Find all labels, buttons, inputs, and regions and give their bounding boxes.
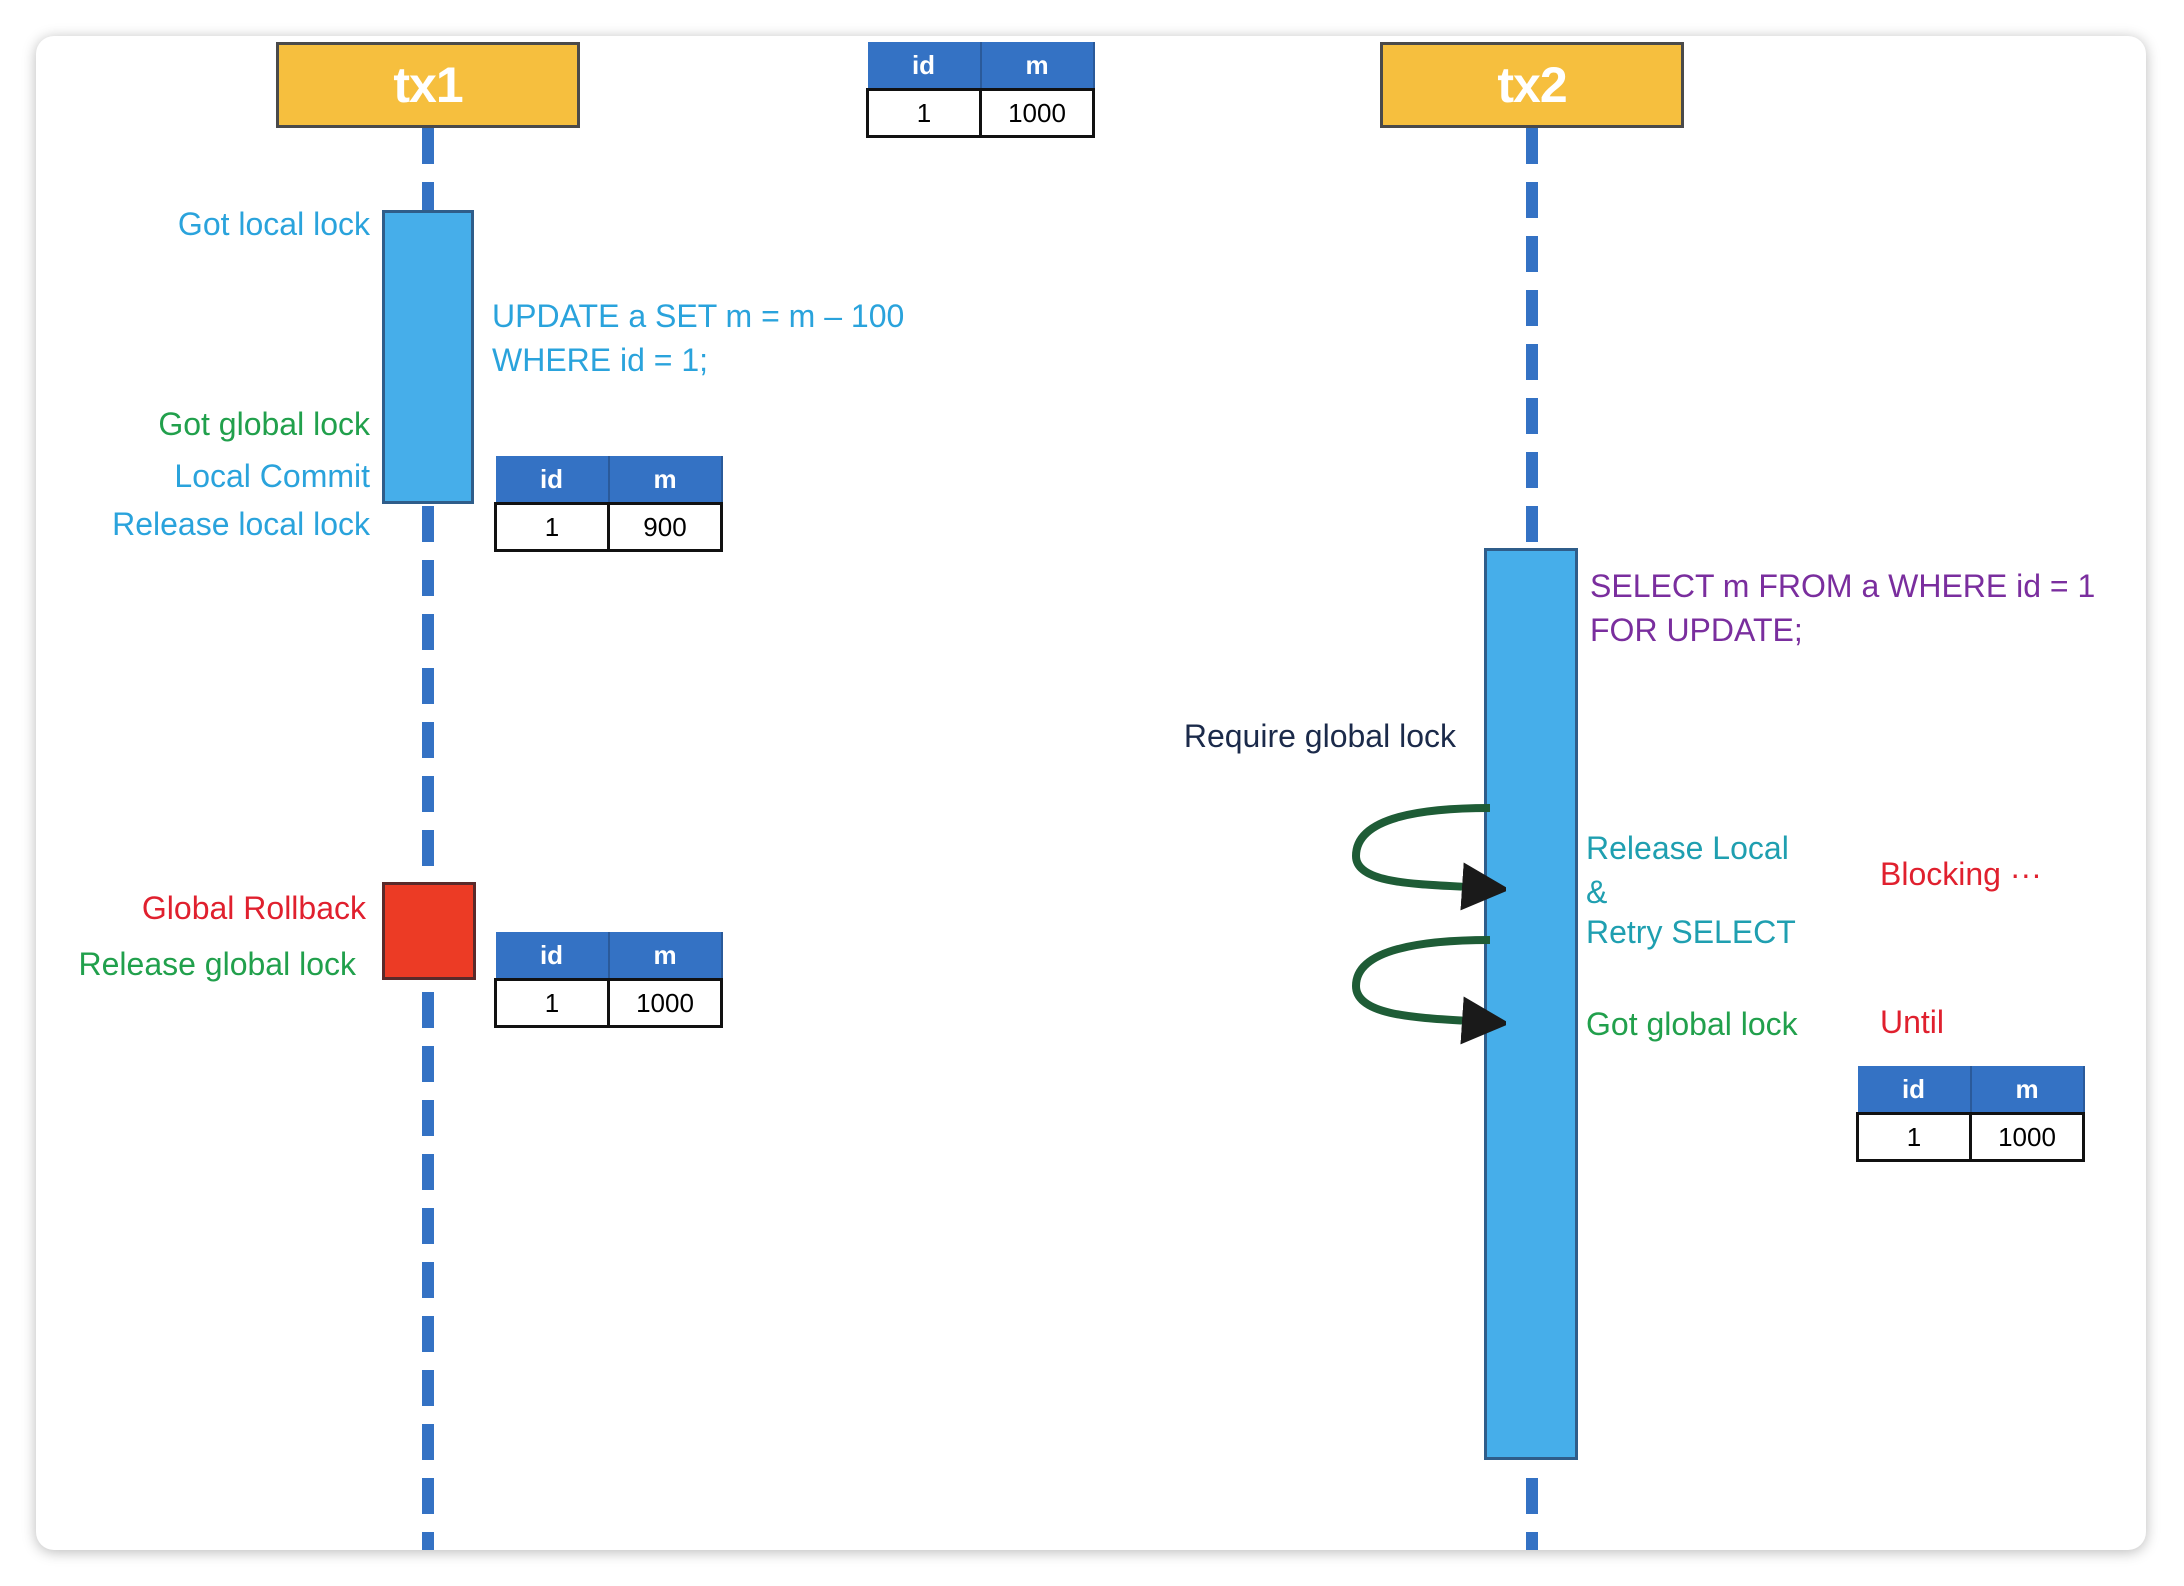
tx1-release-global-lock-label: Release global lock: [78, 946, 357, 982]
table-tx2-result: id m 1 1000: [1856, 1066, 2085, 1162]
tx2-select-sql-line1: SELECT m FROM a WHERE id = 1: [1590, 568, 2096, 604]
table-header-m: m: [608, 932, 723, 980]
table-header-m: m: [980, 42, 1095, 90]
tx2-release-local-line2: &: [1586, 874, 1608, 910]
tx1-local-commit-label: Local Commit: [174, 458, 370, 494]
participant-tx2: tx2: [1380, 42, 1684, 128]
tx1-got-global-lock-label: Got global lock: [158, 406, 370, 442]
tx1-activation: [382, 210, 474, 504]
table-after-rollback: id m 1 1000: [494, 932, 723, 1028]
tx1-rollback-box: [382, 882, 476, 980]
table-cell-id: 1: [494, 978, 610, 1028]
tx2-blocking-label: Blocking ···: [1880, 856, 2042, 892]
tx2-got-global-lock-label: Got global lock: [1586, 1006, 1798, 1042]
tx2-release-local-line3: Retry SELECT: [1586, 914, 1796, 950]
table-header-id: id: [495, 456, 610, 504]
tx2-require-global-lock-label: Require global lock: [1183, 718, 1456, 754]
table-header-m: m: [1970, 1066, 2085, 1114]
participant-tx1: tx1: [276, 42, 580, 128]
retry-arrow-2: [1351, 936, 1506, 1045]
tx1-release-local-lock-label: Release local lock: [112, 506, 370, 542]
table-cell-id: 1: [866, 88, 982, 138]
table-cell-m: 1000: [979, 88, 1095, 138]
table-header-id: id: [1857, 1066, 1972, 1114]
tx2-until-label: Until: [1880, 1004, 1945, 1040]
tx2-select-sql-line2: FOR UPDATE;: [1590, 612, 1803, 648]
table-header-m: m: [608, 456, 723, 504]
table-header-id: id: [867, 42, 982, 90]
table-cell-m: 1000: [607, 978, 723, 1028]
retry-arrow-1: [1351, 804, 1506, 911]
table-header-id: id: [495, 932, 610, 980]
table-cell-id: 1: [1856, 1112, 1972, 1162]
retry-arrows: [1351, 804, 1506, 1045]
tx2-release-local-line1: Release Local: [1586, 830, 1789, 866]
table-cell-m: 900: [607, 502, 723, 552]
table-initial: id m 1 1000: [866, 42, 1095, 138]
table-after-update: id m 1 900: [494, 456, 723, 552]
tx1-update-sql-line2: WHERE id = 1;: [492, 342, 709, 378]
table-cell-m: 1000: [1969, 1112, 2085, 1162]
table-cell-id: 1: [494, 502, 610, 552]
tx1-global-rollback-label: Global Rollback: [141, 890, 366, 926]
tx1-got-local-lock-label: Got local lock: [177, 206, 370, 242]
diagram-canvas: tx1 tx2 id m 1 1000 Got local lock UPDAT…: [36, 36, 2146, 1550]
tx1-update-sql-line1: UPDATE a SET m = m – 100: [492, 298, 905, 334]
